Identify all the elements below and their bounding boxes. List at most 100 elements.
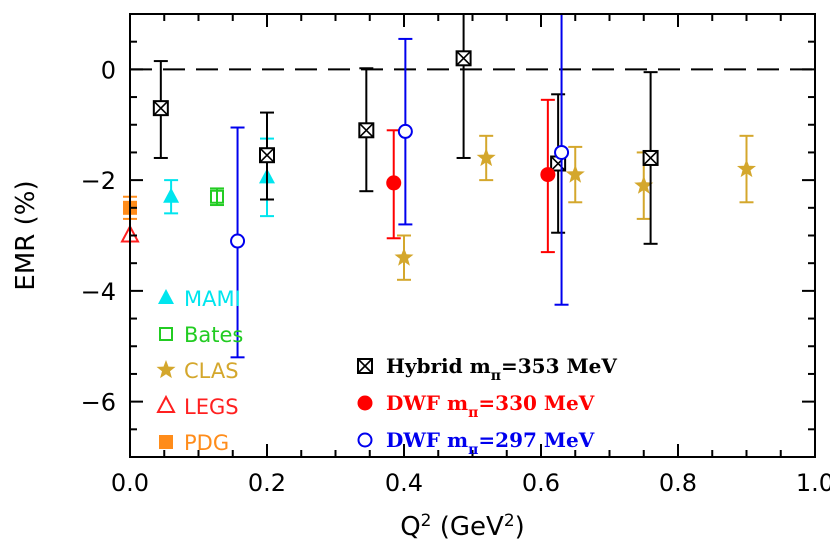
series-hybrid	[152, 13, 659, 245]
y-tick-label: −4	[81, 278, 116, 306]
legend-item-dwf-330: DWF mπ=330 MeV	[357, 391, 595, 421]
box-cross	[358, 122, 374, 138]
data-point	[358, 122, 375, 139]
data-point	[209, 189, 224, 204]
legend-item-hybrid: Hybrid mπ=353 MeV	[357, 354, 617, 384]
square-shape	[159, 435, 173, 449]
data-point	[455, 50, 472, 67]
legend-marker	[159, 327, 173, 341]
data-point	[642, 149, 659, 166]
data-point	[386, 175, 402, 191]
legend-item-mami: MAMI	[158, 287, 241, 311]
legend-label-tail: =353 MeV	[501, 354, 617, 378]
legend-item-bates: Bates	[159, 323, 243, 347]
y-axis-label: EMR (%)	[11, 180, 41, 290]
box-cross	[456, 50, 472, 66]
circle-shape	[397, 123, 413, 139]
x-tick-label: 0.6	[522, 469, 560, 497]
legend-marker	[357, 395, 373, 411]
legend-marker	[159, 435, 173, 449]
x-axis-label-part: )	[515, 512, 525, 542]
x-tick-label: 0.2	[248, 469, 286, 497]
x-tick-label: 0.0	[111, 469, 149, 497]
circle-shape	[386, 175, 402, 191]
data-point	[634, 175, 654, 194]
box-cross	[259, 147, 275, 163]
circle-shape	[230, 233, 246, 249]
legend-label-main: DWF m	[386, 391, 468, 415]
legend-marker	[357, 358, 373, 374]
data-point	[397, 123, 413, 139]
series-dwf-330	[386, 98, 556, 254]
legend-label-subscript: π	[491, 368, 501, 384]
legend-label: DWF mπ=330 MeV	[386, 391, 595, 421]
legend-label: CLAS	[184, 359, 239, 383]
legend-label-tail: =330 MeV	[478, 391, 594, 415]
triangle-shape	[158, 289, 174, 304]
x-tick-label: 0.4	[385, 469, 423, 497]
x-tick-label: 1.0	[796, 469, 830, 497]
data-point	[394, 247, 414, 266]
legend-marker	[357, 432, 373, 448]
series-bates	[209, 187, 224, 207]
legend-item-legs: LEGS	[156, 394, 239, 419]
legend-label: LEGS	[184, 395, 239, 419]
data-point	[163, 187, 180, 203]
legend-label-tail: =297 MeV	[478, 428, 594, 452]
triangle-shape	[163, 187, 180, 203]
star-shape	[476, 148, 496, 167]
legend-label-subscript: π	[468, 442, 478, 458]
x-axis-label-superscript: 2	[504, 511, 515, 531]
y-tick-label: −6	[81, 389, 116, 417]
star-shape	[634, 175, 654, 194]
series-clas	[394, 134, 756, 281]
y-tick-label: 0	[101, 56, 116, 84]
y-tick-label: −2	[81, 167, 116, 195]
circle-shape	[540, 167, 556, 183]
triangle-shape	[156, 394, 176, 413]
legend-item-clas: CLAS	[156, 359, 239, 383]
legend-label: PDG	[184, 431, 229, 455]
circle-shape	[357, 432, 373, 448]
data-point	[152, 100, 169, 117]
legend-label: DWF mπ=297 MeV	[386, 428, 595, 458]
box-cross	[643, 150, 659, 166]
x-axis-label: Q2 (GeV2)	[400, 511, 525, 542]
box-cross	[153, 100, 169, 116]
star-shape	[394, 247, 414, 266]
star-shape	[156, 360, 176, 379]
series-dwf-297	[230, 13, 570, 359]
circle-shape	[357, 395, 373, 411]
data-point	[554, 144, 570, 160]
legend-label: Hybrid mπ=353 MeV	[386, 354, 617, 384]
legend-marker	[156, 394, 176, 413]
circle-shape	[554, 144, 570, 160]
legend-item-pdg: PDG	[159, 431, 229, 455]
star-shape	[565, 164, 585, 183]
plot-layer	[120, 13, 815, 359]
data-point	[737, 159, 756, 178]
x-axis-label-superscript: 2	[421, 511, 432, 531]
x-axis-label-part: (GeV	[431, 512, 504, 542]
star-shape	[737, 159, 756, 178]
data-point	[476, 148, 496, 167]
legend-label-subscript: π	[468, 405, 478, 421]
box-cross	[357, 358, 373, 374]
x-axis-label-part: Q	[400, 512, 420, 542]
legend-marker	[156, 360, 176, 379]
data-point	[565, 164, 585, 183]
data-point	[230, 233, 246, 249]
square-shape	[209, 189, 224, 204]
legend-label-main: Hybrid m	[386, 354, 491, 378]
x-tick-label: 0.8	[659, 469, 697, 497]
data-point	[540, 167, 556, 183]
legend-label-main: DWF m	[386, 428, 468, 452]
legend-label: MAMI	[184, 287, 241, 311]
legend-marker	[158, 289, 174, 304]
data-point	[259, 147, 275, 164]
legend-item-dwf-297: DWF mπ=297 MeV	[357, 428, 595, 458]
legend-label: Bates	[184, 323, 243, 347]
